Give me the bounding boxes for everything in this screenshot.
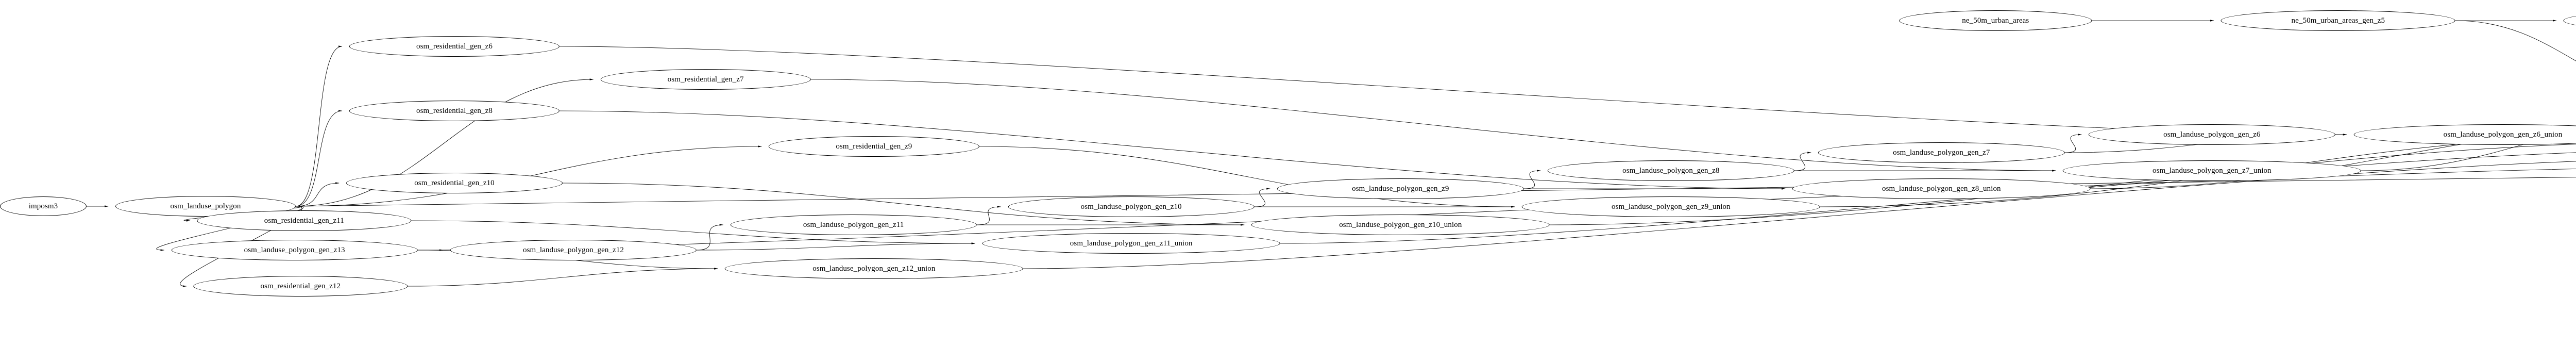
graph-node-label: osm_residential_gen_z7 xyxy=(667,75,744,84)
graph-node-osm_landuse_polygon_gen_z12[interactable]: osm_landuse_polygon_gen_z12 xyxy=(450,240,697,260)
graph-node-label: ne_50m_urban_areas_gen_z5 xyxy=(2291,16,2385,25)
graph-node-imposm3[interactable]: imposm3 xyxy=(0,196,87,216)
graph-node-osm_residential_gen_z10[interactable]: osm_residential_gen_z10 xyxy=(346,173,563,193)
graph-node-label: osm_landuse_polygon_gen_z7 xyxy=(1893,148,1990,157)
graph-node-label: osm_landuse_polygon_gen_z8 xyxy=(1622,166,1720,175)
graph-node-label: osm_landuse_polygon_gen_z7_union xyxy=(2152,166,2272,175)
graph-edge xyxy=(296,109,343,206)
graph-node-label: osm_residential_gen_z11 xyxy=(264,216,344,225)
graph-node-label: osm_landuse_polygon_gen_z12 xyxy=(522,245,624,254)
graph-node-label: osm_landuse_polygon_gen_z9_union xyxy=(1611,202,1731,211)
graph-node-label: osm_landuse_polygon_gen_z6 xyxy=(2163,130,2261,139)
graph-node-label: osm_landuse_polygon_gen_z6_union xyxy=(2443,130,2563,139)
graph-node-osm_landuse_polygon_gen_z10[interactable]: osm_landuse_polygon_gen_z10 xyxy=(1008,196,1255,217)
graph-node-label: ne_50m_urban_areas xyxy=(1962,16,2029,25)
graph-node-osm_landuse_polygon_gen_z9[interactable]: osm_landuse_polygon_gen_z9 xyxy=(1277,178,1524,199)
graph-node-osm_residential_gen_z12[interactable]: osm_residential_gen_z12 xyxy=(193,276,408,297)
graph-node-osm_landuse_polygon_gen_z6[interactable]: osm_landuse_polygon_gen_z6 xyxy=(2089,124,2335,145)
graph-node-label: osm_landuse_polygon_gen_z10_union xyxy=(1339,220,1462,229)
graph-node-osm_landuse_polygon_gen_z7[interactable]: osm_landuse_polygon_gen_z7 xyxy=(1818,142,2065,163)
graph-node-label: osm_residential_gen_z12 xyxy=(260,282,341,290)
graph-node-label: osm_landuse_polygon_gen_z11_union xyxy=(1070,239,1193,248)
graph-node-ne_50m_urban_areas_gen_z4[interactable]: ne_50m_urban_areas_gen_z4 xyxy=(2563,10,2576,31)
graph-edge xyxy=(296,182,340,206)
graph-edge xyxy=(1794,151,1812,171)
graph-node-osm_landuse_polygon_gen_z13[interactable]: osm_landuse_polygon_gen_z13 xyxy=(171,240,418,260)
graph-node-label: osm_landuse_polygon xyxy=(170,202,241,210)
graph-node-label: osm_residential_gen_z9 xyxy=(836,142,912,151)
graph-edge xyxy=(1524,169,1541,189)
graph-node-label: osm_landuse_polygon_gen_z9 xyxy=(1352,184,1449,193)
graph-edge xyxy=(408,267,719,286)
graph-node-osm_landuse_polygon_gen_z11[interactable]: osm_landuse_polygon_gen_z11 xyxy=(730,215,977,235)
graph-edge xyxy=(2065,133,2082,153)
graph-node-osm_landuse_polygon_gen_z8[interactable]: osm_landuse_polygon_gen_z8 xyxy=(1548,160,1794,181)
graph-node-label: osm_landuse_polygon_gen_z10 xyxy=(1080,202,1182,211)
graph-node-osm_landuse_polygon_gen_z7_union[interactable]: osm_landuse_polygon_gen_z7_union xyxy=(2063,160,2361,181)
graph-node-osm_landuse_polygon_gen_z6_union[interactable]: osm_landuse_polygon_gen_z6_union xyxy=(2353,124,2576,145)
graph-node-ne_50m_urban_areas[interactable]: ne_50m_urban_areas xyxy=(1899,10,2092,31)
graph-node-osm_landuse_polygon[interactable]: osm_landuse_polygon xyxy=(115,196,296,217)
graph-node-label: osm_residential_gen_z10 xyxy=(414,178,495,187)
graph-edge xyxy=(296,45,343,206)
graph-node-label: osm_residential_gen_z6 xyxy=(416,42,493,51)
graph-node-ne_50m_urban_areas_gen_z5[interactable]: ne_50m_urban_areas_gen_z5 xyxy=(2221,10,2455,31)
graph-node-label: osm_residential_gen_z8 xyxy=(416,106,493,115)
graph-node-label: osm_landuse_polygon_gen_z13 xyxy=(244,245,345,254)
graph-node-label: osm_landuse_polygon_gen_z11 xyxy=(803,220,904,229)
graph-node-osm_residential_gen_z6[interactable]: osm_residential_gen_z6 xyxy=(349,36,560,57)
graph-node-osm_landuse_polygon_gen_z11_union[interactable]: osm_landuse_polygon_gen_z11_union xyxy=(982,233,1280,254)
graph-node-osm_landuse_polygon_gen_z9_union[interactable]: osm_landuse_polygon_gen_z9_union xyxy=(1522,196,1820,217)
graph-edge xyxy=(977,205,1002,225)
graph-node-osm_landuse_polygon_gen_z10_union[interactable]: osm_landuse_polygon_gen_z10_union xyxy=(1251,215,1550,235)
graph-node-osm_residential_gen_z7[interactable]: osm_residential_gen_z7 xyxy=(600,69,811,90)
graph-node-osm_landuse_polygon_gen_z12_union[interactable]: osm_landuse_polygon_gen_z12_union xyxy=(725,258,1023,279)
graph-node-osm_landuse_polygon_gen_z8_union[interactable]: osm_landuse_polygon_gen_z8_union xyxy=(1792,178,2091,199)
graph-node-label: imposm3 xyxy=(28,202,58,210)
graph-edge xyxy=(697,223,724,250)
graph-edge xyxy=(560,46,2348,136)
graph-node-osm_residential_gen_z9[interactable]: osm_residential_gen_z9 xyxy=(769,136,979,157)
graph-edge xyxy=(697,242,976,250)
graph-node-osm_residential_gen_z8[interactable]: osm_residential_gen_z8 xyxy=(349,101,560,121)
graph-node-label: osm_landuse_polygon_gen_z12_union xyxy=(812,264,936,273)
graph-edge xyxy=(2455,21,2576,99)
graph-node-label: osm_landuse_polygon_gen_z8_union xyxy=(1882,184,2001,193)
graph-node-osm_residential_gen_z11[interactable]: osm_residential_gen_z11 xyxy=(197,210,411,231)
graph-edge xyxy=(1255,187,1271,207)
